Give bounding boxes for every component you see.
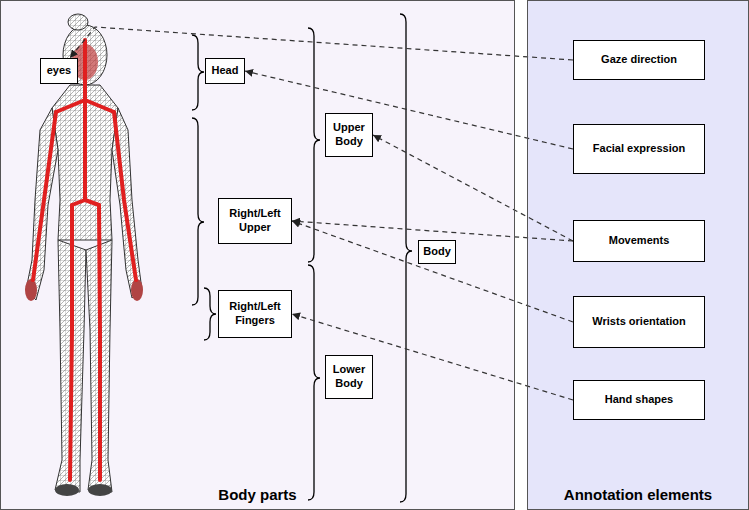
figure-arm <box>26 108 58 300</box>
part-box: Right/Left Fingers <box>218 290 292 338</box>
figure-shoe <box>55 484 79 496</box>
figure-hand <box>131 279 143 301</box>
skeleton-hips <box>72 200 99 205</box>
skeleton-arm <box>114 112 136 280</box>
part-box: Right/Left Upper <box>218 198 292 244</box>
box-label: eyes <box>47 64 71 78</box>
box-label: Hand shapes <box>605 393 673 407</box>
annotation-box: Facial expression <box>573 124 705 174</box>
skeleton-lines <box>33 40 136 480</box>
dashed-connector <box>70 27 573 60</box>
annotation-box: Hand shapes <box>573 380 705 420</box>
brackets <box>192 14 412 502</box>
annotation-box: Movements <box>573 220 705 262</box>
part-box: Body <box>418 240 456 264</box>
figure-hair-bun <box>68 14 88 30</box>
skeleton-leg <box>70 205 72 480</box>
box-label: Right/Left Upper <box>223 207 287 235</box>
figure-arm <box>112 108 142 298</box>
box-label: Right/Left Fingers <box>223 300 287 328</box>
curly-brace <box>308 265 320 500</box>
dashed-connector <box>245 71 573 149</box>
panel: Body parts eyes HeadUpper BodyRight/Left U… <box>0 0 515 510</box>
dashed-connector <box>292 221 573 322</box>
dashed-connector <box>292 314 573 400</box>
box-label: Facial expression <box>593 142 685 156</box>
dashed-connector <box>373 135 573 241</box>
panel: Annotation elements Gaze directionFacial … <box>527 0 749 510</box>
box-label: Lower Body <box>330 363 368 391</box>
box-label: Wrists orientation <box>592 315 685 329</box>
annotation-box: Wrists orientation <box>573 296 705 348</box>
figure-illustration <box>25 14 143 496</box>
curly-brace <box>192 35 204 110</box>
part-box: Lower Body <box>325 355 373 399</box>
part-box: Head <box>205 58 245 84</box>
curly-brace <box>192 118 204 305</box>
panel-fill <box>0 0 515 510</box>
part-box: Upper Body <box>325 113 373 157</box>
curly-brace <box>204 288 216 340</box>
box-label: Movements <box>609 234 670 248</box>
figure-hand <box>25 279 37 301</box>
part-box: eyes <box>40 58 78 84</box>
curly-brace <box>400 14 412 502</box>
figure-shoe <box>88 484 112 496</box>
skeleton-leg <box>99 205 100 480</box>
box-label: Upper Body <box>330 121 368 149</box>
skeleton-shoulders <box>56 100 114 112</box>
panel-title: Body parts <box>1 486 514 503</box>
box-label: Body <box>423 245 451 259</box>
dashed-connector <box>292 221 573 241</box>
skeleton-arm <box>33 112 56 280</box>
box-label: Head <box>212 64 239 78</box>
skeleton-spine <box>83 40 87 200</box>
panel-fill <box>527 0 749 510</box>
box-label: Gaze direction <box>601 53 677 67</box>
annotation-box: Gaze direction <box>573 40 705 80</box>
panel-title: Annotation elements <box>528 486 748 503</box>
